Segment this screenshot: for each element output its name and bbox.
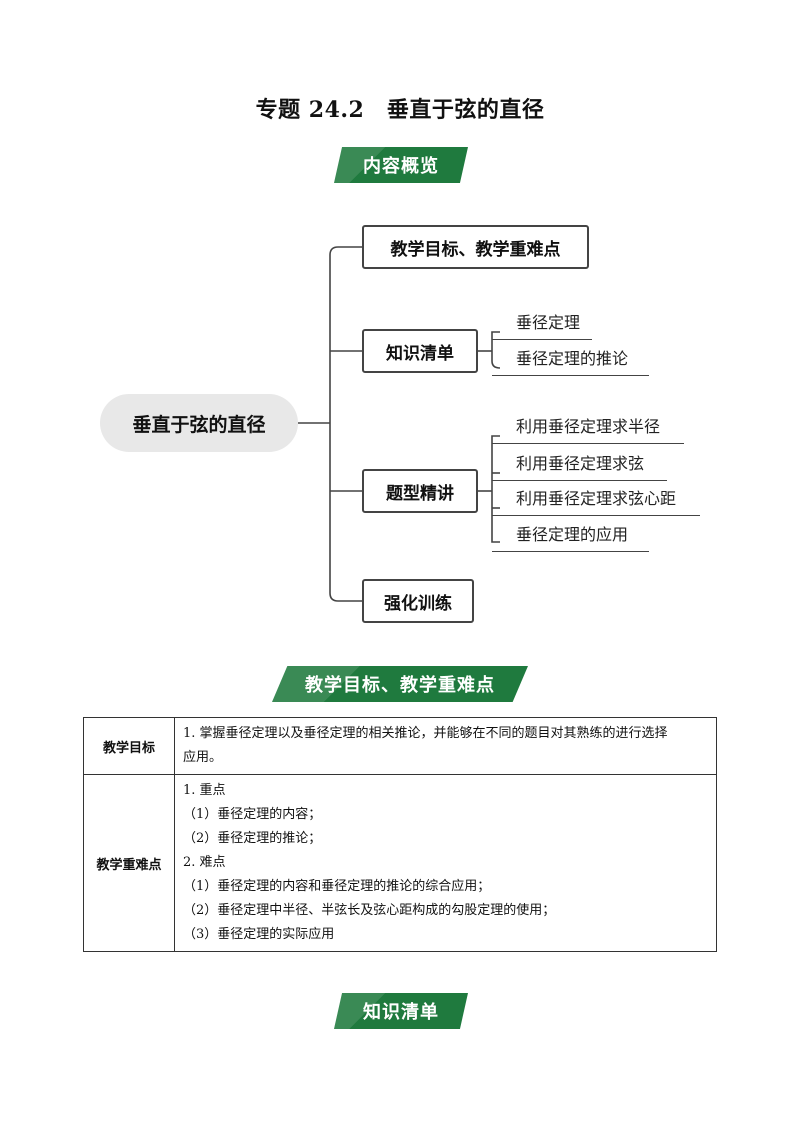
banner-stripe	[334, 147, 468, 183]
branch-training: 强化训练	[362, 579, 474, 623]
overview-banner-label: 内容概览	[363, 156, 439, 177]
knowledge-banner: 知识清单	[334, 993, 468, 1029]
banner-stripe	[272, 666, 528, 702]
leaf-find-chord: 利用垂径定理求弦	[492, 450, 667, 481]
branch-question-types: 题型精讲	[362, 469, 478, 513]
branch-objectives: 教学目标、教学重难点	[362, 225, 589, 269]
leaf-find-radius: 利用垂径定理求半径	[492, 413, 684, 444]
banner-stripe	[334, 993, 468, 1029]
row-body-key-difficult: 1. 重点 （1）垂径定理的内容； （2）垂径定理的推论； 2. 难点 （1）垂…	[174, 774, 717, 952]
knowledge-banner-label: 知识清单	[363, 1002, 439, 1023]
row-header-key-difficult: 教学重难点	[83, 774, 175, 952]
table-line: 1. 重点	[183, 783, 226, 798]
table-line: （3）垂径定理的实际应用	[183, 927, 335, 942]
table-line: （2）垂径定理中半径、半弦长及弦心距构成的勾股定理的使用；	[183, 903, 556, 918]
table-line: （2）垂径定理的推论；	[183, 831, 322, 846]
page-title: 专题 24.2 垂直于弦的直径	[255, 97, 545, 123]
row-body-objectives: 1. 掌握垂径定理以及垂径定理的相关推论，并能够在不同的题目对其熟练的进行选择 …	[174, 717, 717, 775]
table-line: （1）垂径定理的内容；	[183, 807, 322, 822]
row-header-objectives: 教学目标	[83, 717, 175, 775]
objectives-banner: 教学目标、教学重难点	[272, 666, 528, 702]
branch-knowledge: 知识清单	[362, 329, 478, 373]
table-line: 1. 掌握垂径定理以及垂径定理的相关推论，并能够在不同的题目对其熟练的进行选择	[183, 726, 668, 741]
table-line: （1）垂径定理的内容和垂径定理的推论的综合应用；	[183, 879, 491, 894]
objectives-banner-label: 教学目标、教学重难点	[305, 675, 495, 696]
objectives-table: 教学目标 1. 掌握垂径定理以及垂径定理的相关推论，并能够在不同的题目对其熟练的…	[83, 717, 717, 952]
leaf-theorem-corollary: 垂径定理的推论	[492, 345, 649, 376]
table-line: 2. 难点	[183, 855, 226, 870]
overview-banner: 内容概览	[334, 147, 468, 183]
table-line: 应用。	[183, 750, 223, 765]
table-row: 教学目标 1. 掌握垂径定理以及垂径定理的相关推论，并能够在不同的题目对其熟练的…	[83, 717, 717, 775]
table-row: 教学重难点 1. 重点 （1）垂径定理的内容； （2）垂径定理的推论； 2. 难…	[83, 774, 717, 952]
leaf-find-chord-distance: 利用垂径定理求弦心距	[492, 485, 700, 516]
leaf-chord-theorem: 垂径定理	[492, 309, 592, 340]
leaf-theorem-application: 垂径定理的应用	[492, 521, 649, 552]
mindmap-root: 垂直于弦的直径	[100, 394, 298, 452]
